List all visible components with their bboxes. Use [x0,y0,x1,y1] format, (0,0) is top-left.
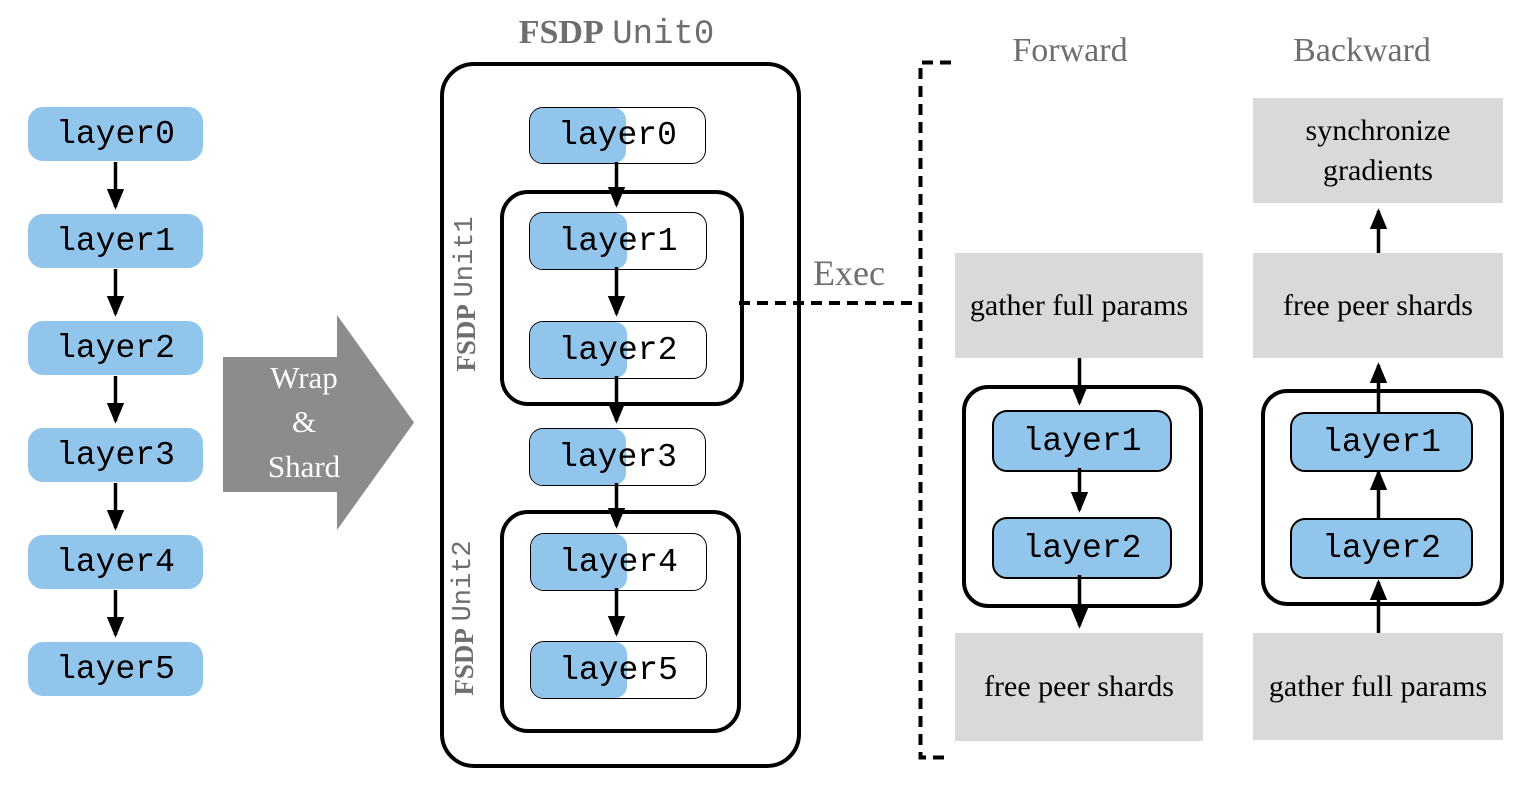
layer1-shard-fill [530,213,627,269]
forward-title: Forward [1012,32,1128,69]
layer4-shard-fill [531,534,628,590]
wrapped-layer0-box: layer0 [529,107,706,164]
wrapped-layer4-box: layer4 [530,533,707,591]
forward-free-box: free peer shards [955,633,1203,741]
fsdp-unit1-label: FSDP Unit1 [449,194,483,394]
fsdp-unit1-label-name: Unit1 [451,216,481,298]
wrapped-layer3-label: layer3 [558,438,677,476]
backward-title: Backward [1293,32,1431,69]
wrapped-layer5-label: layer5 [559,651,678,689]
forward-gather-box: gather full params [955,253,1203,358]
fsdp-unit0-title-prefix: FSDP [518,14,604,51]
layer5-shard-fill [531,642,628,698]
wrapped-layer2-label: layer2 [558,331,678,369]
left-layer0-box: layer0 [28,107,203,161]
backward-free-box: free peer shards [1253,253,1503,358]
fsdp-unit0-box [440,62,801,768]
fsdp-unit0-title-name: Unit0 [612,16,715,54]
wrap-shard-label: Wrap & Shard [267,360,341,484]
wrapped-layer4-label: layer4 [559,543,678,581]
wrapped-layer3-box: layer3 [529,428,706,486]
left-layer2-box: layer2 [28,321,203,375]
layer2-shard-fill [530,322,627,378]
backward-sync-box: synchronize gradients [1253,98,1503,203]
exec-label: Exec [813,253,885,293]
wrapped-layer1-label: layer1 [558,222,678,260]
wrapped-layer1-box: layer1 [529,212,707,270]
wrap-shard-arrow-icon: Wrap & Shard [223,315,414,530]
fsdp-unit2-label: FSDP Unit2 [447,513,481,723]
fsdp-unit2-label-prefix: FSDP [448,628,479,696]
forward-layer1-box: layer1 [992,410,1172,472]
wrapped-layer2-box: layer2 [529,321,707,379]
backward-gather-box: gather full params [1253,633,1503,740]
fsdp-unit0-title: FSDP Unit0 [440,14,793,54]
left-layer3-box: layer3 [28,428,203,482]
left-layer5-box: layer5 [28,642,203,696]
left-layer1-box: layer1 [28,214,203,268]
wrapped-layer0-label: layer0 [558,117,677,154]
fsdp-unit2-label-name: Unit2 [449,540,479,622]
layer3-shard-fill [530,429,627,485]
fsdp-unit1-label-prefix: FSDP [450,304,481,372]
layer0-shard-fill [530,108,627,163]
backward-unit-box [1261,389,1504,606]
forward-layer2-box: layer2 [992,517,1172,579]
backward-layer1-box: layer1 [1290,412,1473,472]
left-layer4-box: layer4 [28,535,203,589]
wrapped-layer5-box: layer5 [530,641,707,699]
backward-layer2-box: layer2 [1290,518,1473,579]
